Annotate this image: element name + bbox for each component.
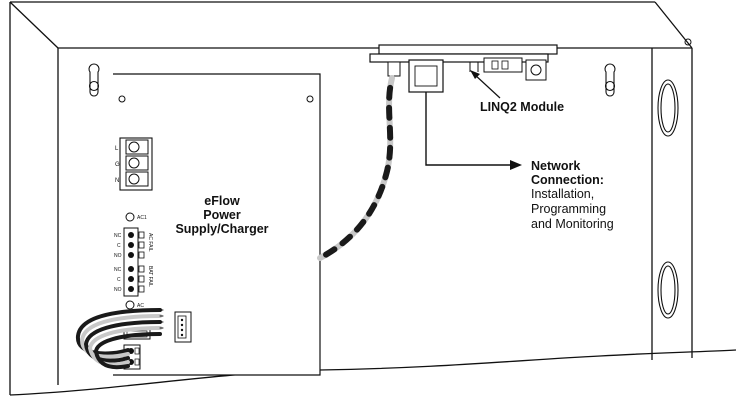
network-label: Network Connection: Installation, Progra… [531, 159, 614, 231]
linq2-module [369, 44, 558, 93]
ac1-led [125, 212, 135, 222]
enclosure-right-bevel [654, 1, 693, 49]
module-pointer-arrow [470, 70, 501, 99]
pin-c-2: C [117, 277, 121, 283]
board-hole [306, 95, 314, 103]
knockout-top [657, 79, 679, 137]
network-arrow [425, 92, 522, 170]
network-cable [317, 75, 395, 261]
enclosure-left-bevel [9, 1, 59, 49]
ac1-label: AC1 [137, 215, 147, 221]
network-label-line3: Installation, [531, 187, 594, 201]
ac-label: AC [137, 303, 144, 309]
ac-fail-label: AC FAIL [147, 233, 153, 252]
board-connector [174, 311, 192, 343]
network-label-line4: Programming [531, 202, 606, 216]
terminal-label-g: G [115, 162, 120, 168]
bat-fail-label: BAT FAIL [147, 266, 153, 287]
enclosure-cut-edge [9, 349, 736, 396]
supply-label: eFlow Power Supply/Charger [175, 194, 268, 236]
terminal-label-l: L [115, 146, 119, 152]
ac-input-terminal: L G N [115, 137, 153, 191]
mounting-hole-top-right [684, 38, 692, 46]
pin-c-1: C [117, 243, 121, 249]
keyhole-right [604, 63, 616, 97]
supply-label-line3: Supply/Charger [175, 222, 268, 236]
pin-nc-2: NC [114, 267, 122, 273]
pin-no-1: NO [114, 253, 122, 259]
linq2-module-label: LINQ2 Module [480, 100, 564, 114]
supply-label-line1: eFlow [204, 194, 240, 208]
board-hole [118, 95, 126, 103]
relay-terminals: NC C NO NC C NO AC FAIL BAT FAIL [114, 227, 153, 297]
power-supply-board [113, 73, 321, 376]
ribbon-cable [76, 308, 164, 370]
supply-label-line2: Power [203, 208, 241, 222]
network-label-line5: and Monitoring [531, 217, 614, 231]
knockout-bottom [657, 261, 679, 319]
keyhole-left [88, 63, 100, 97]
network-label-line1: Network [531, 159, 580, 173]
pin-no-2: NO [114, 287, 122, 293]
enclosure [9, 1, 736, 396]
terminal-label-n: N [115, 178, 119, 184]
network-label-line2: Connection: [531, 173, 604, 187]
pin-nc-1: NC [114, 233, 122, 239]
ac-led [125, 300, 135, 310]
